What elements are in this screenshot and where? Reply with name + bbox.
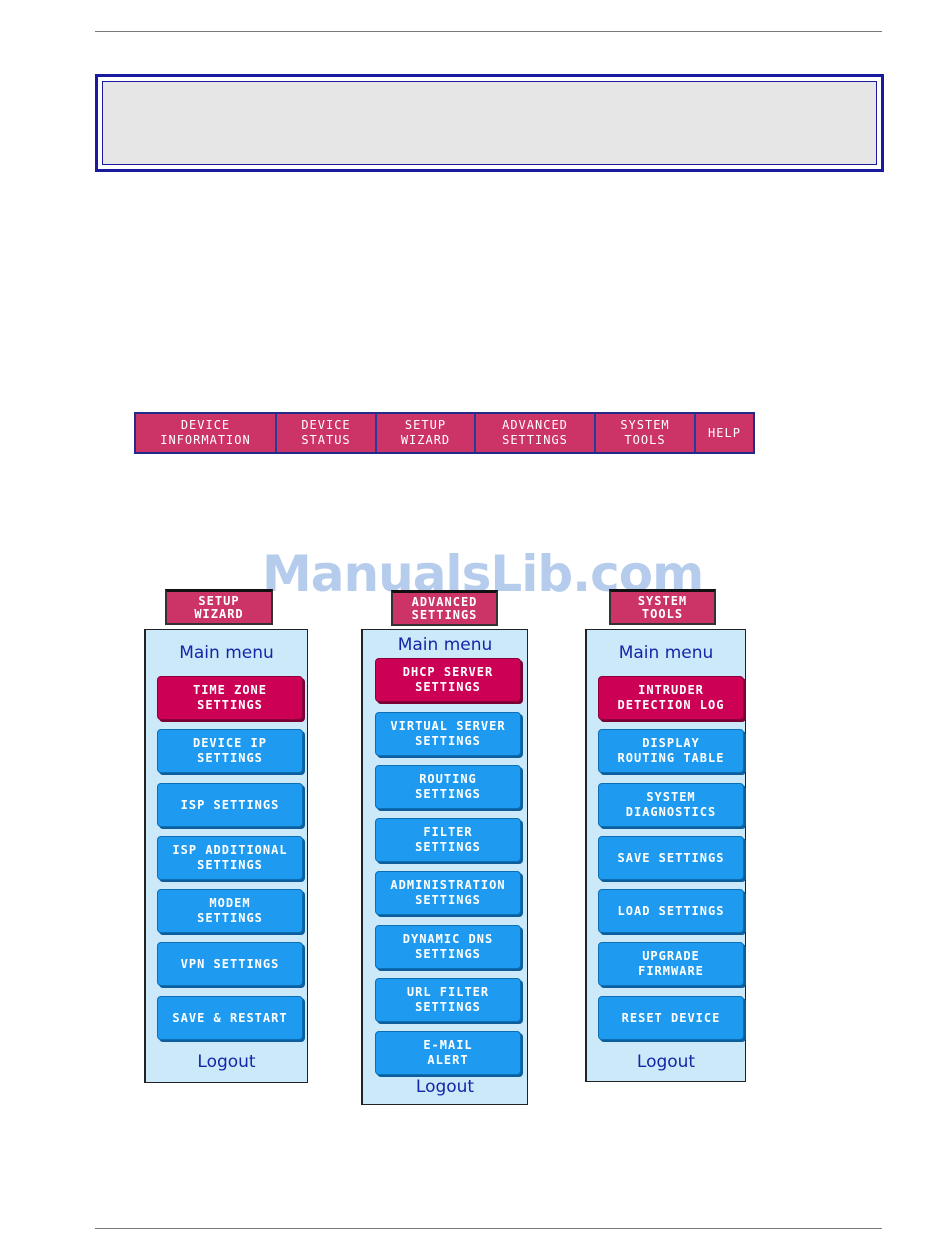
email-alert-button[interactable]: E-MAIL ALERT (375, 1031, 521, 1075)
header-banner (95, 74, 884, 172)
nav-advanced-settings[interactable]: ADVANCED SETTINGS (476, 414, 596, 452)
filter-settings-button[interactable]: FILTER SETTINGS (375, 818, 521, 862)
logout-link[interactable]: Logout (636, 1052, 696, 1072)
system-tools-menu-panel: Main menu INTRUDER DETECTION LOG DISPLAY… (585, 629, 746, 1082)
setup-wizard-menu-panel: Main menu TIME ZONE SETTINGS DEVICE IP S… (144, 629, 308, 1083)
nav-help[interactable]: HELP (708, 425, 741, 440)
advanced-settings-menu-panel: Main menu DHCP SERVER SETTINGS VIRTUAL S… (361, 629, 528, 1105)
system-diagnostics-button[interactable]: SYSTEM DIAGNOSTICS (598, 783, 744, 827)
dynamic-dns-settings-button[interactable]: DYNAMIC DNS SETTINGS (375, 925, 521, 969)
modem-settings-button[interactable]: MODEM SETTINGS (157, 889, 303, 933)
load-settings-button[interactable]: LOAD SETTINGS (598, 889, 744, 933)
time-zone-settings-button[interactable]: TIME ZONE SETTINGS (157, 676, 303, 720)
tab-advanced-settings[interactable]: ADVANCED SETTINGS (391, 590, 498, 626)
bottom-rule (95, 1228, 882, 1229)
main-menu-title: Main menu (179, 643, 274, 663)
nav-setup-wizard[interactable]: SETUP WIZARD (377, 414, 476, 452)
isp-additional-settings-button[interactable]: ISP ADDITIONAL SETTINGS (157, 836, 303, 880)
nav-device-information[interactable]: DEVICE INFORMATION (136, 414, 277, 452)
nav-device-status[interactable]: DEVICE STATUS (277, 414, 377, 452)
isp-settings-button[interactable]: ISP SETTINGS (157, 783, 303, 827)
dhcp-server-settings-button[interactable]: DHCP SERVER SETTINGS (375, 658, 521, 702)
display-routing-table-button[interactable]: DISPLAY ROUTING TABLE (598, 729, 744, 773)
nav-system-tools[interactable]: SYSTEM TOOLS (596, 414, 696, 452)
routing-settings-button[interactable]: ROUTING SETTINGS (375, 765, 521, 809)
device-ip-settings-button[interactable]: DEVICE IP SETTINGS (157, 729, 303, 773)
upgrade-firmware-button[interactable]: UPGRADE FIRMWARE (598, 942, 744, 986)
reset-device-button[interactable]: RESET DEVICE (598, 996, 744, 1040)
vpn-settings-button[interactable]: VPN SETTINGS (157, 942, 303, 986)
top-rule (95, 31, 882, 32)
logout-link[interactable]: Logout (197, 1052, 256, 1072)
top-navigation-bar: DEVICE INFORMATION DEVICE STATUS SETUP W… (134, 412, 755, 454)
main-menu-title: Main menu (618, 643, 714, 663)
main-menu-title: Main menu (397, 635, 493, 655)
header-banner-inner (102, 81, 877, 165)
tab-system-tools[interactable]: SYSTEM TOOLS (609, 589, 716, 625)
administration-settings-button[interactable]: ADMINISTRATION SETTINGS (375, 871, 521, 915)
virtual-server-settings-button[interactable]: VIRTUAL SERVER SETTINGS (375, 712, 521, 756)
save-settings-button[interactable]: SAVE SETTINGS (598, 836, 744, 880)
intruder-detection-log-button[interactable]: INTRUDER DETECTION LOG (598, 676, 744, 720)
tab-setup-wizard[interactable]: SETUP WIZARD (165, 589, 273, 625)
logout-link[interactable]: Logout (415, 1077, 475, 1097)
save-and-restart-button[interactable]: SAVE & RESTART (157, 996, 303, 1040)
url-filter-settings-button[interactable]: URL FILTER SETTINGS (375, 978, 521, 1022)
